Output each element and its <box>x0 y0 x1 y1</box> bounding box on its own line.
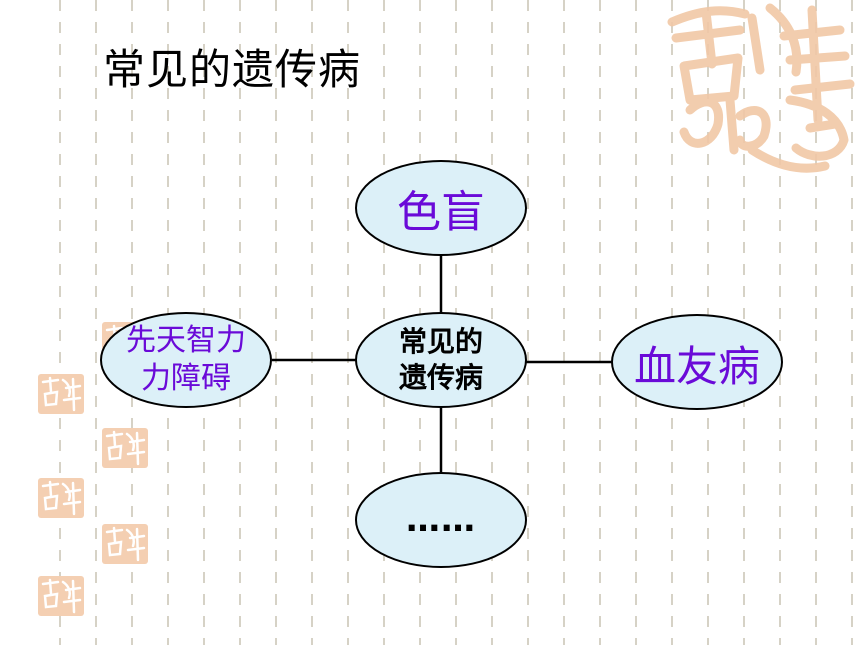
small-seal-icon <box>38 576 84 616</box>
node-bottom-ellipse <box>355 472 527 568</box>
small-seal-icon <box>38 374 84 414</box>
slide-title: 常见的遗传病 <box>103 45 362 94</box>
small-seal-icon <box>102 428 148 468</box>
small-seal-icon <box>38 478 84 518</box>
node-right-ellipse <box>611 314 783 410</box>
node-center-ellipse <box>355 312 527 408</box>
node-left-ellipse <box>100 312 272 408</box>
node-top-ellipse <box>355 160 527 256</box>
small-seal-icon <box>102 524 148 564</box>
